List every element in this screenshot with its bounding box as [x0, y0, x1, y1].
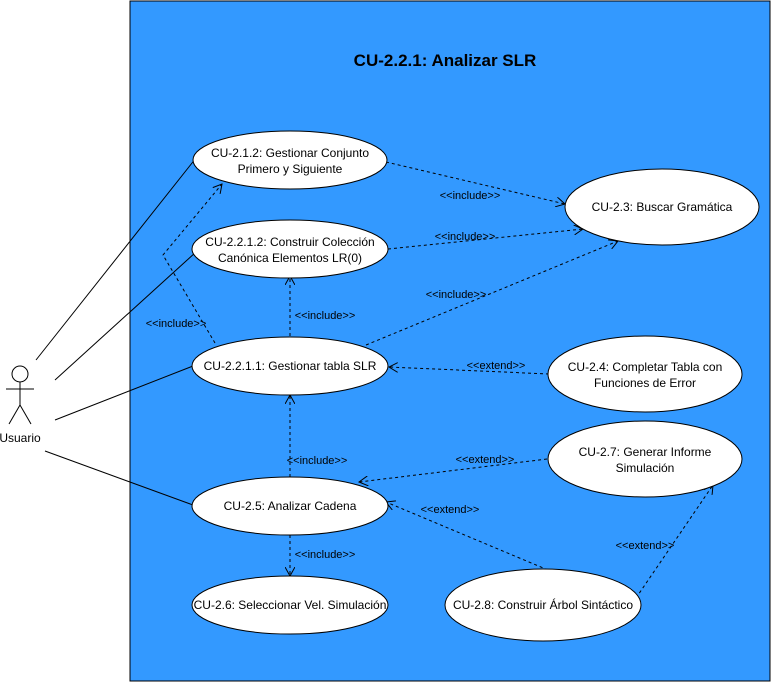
extend-label: <<extend>>	[467, 360, 526, 372]
include-label: <<include>>	[295, 310, 356, 322]
use-case-completar-tabla[interactable]: CU-2.4: Completar Tabla con Funciones de…	[547, 335, 743, 413]
include-arrow	[387, 229, 583, 250]
use-case-label: CU-2.7: Generar Informe	[579, 445, 712, 459]
association-line	[54, 365, 194, 421]
association-line	[35, 157, 197, 361]
use-case-label: CU-2.5: Analizar Cadena	[224, 499, 357, 513]
use-case-label: Simulación	[616, 461, 675, 475]
extend-label: <<extend>>	[421, 504, 480, 516]
include-label: <<include>>	[146, 318, 207, 330]
use-case-seleccionar-velocidad[interactable]: CU-2.6: Seleccionar Vel. Simulación	[191, 575, 389, 635]
extend-arrow	[389, 367, 550, 375]
include-label: <<include>>	[440, 190, 501, 202]
association-line	[44, 450, 194, 506]
include-arrow	[385, 161, 565, 204]
relationships: <<include>> <<include>> <<include>> <<in…	[146, 161, 713, 599]
use-case-label: CU-2.6: Seleccionar Vel. Simulación	[194, 598, 387, 612]
use-case-gestionar-tabla-slr[interactable]: CU-2.2.1.1: Gestionar tabla SLR	[191, 336, 389, 396]
use-case-construir-arbol[interactable]: CU-2.8: Construir Árbol Sintáctico	[444, 568, 642, 642]
extend-arrow	[359, 458, 548, 482]
extend-label: <<extend>>	[616, 540, 675, 552]
use-case-label: Funciones de Error	[594, 376, 696, 390]
actor-usuario[interactable]: Usuario	[0, 365, 41, 445]
actor-head	[11, 365, 29, 383]
use-case-gestionar-conjunto[interactable]: CU-2.1.2: Gestionar Conjunto Primero y S…	[192, 130, 388, 190]
association-line	[54, 251, 197, 381]
extend-label: <<extend>>	[456, 454, 515, 466]
use-case-generar-informe[interactable]: CU-2.7: Generar Informe Simulación	[547, 420, 743, 498]
include-label: <<include>>	[426, 289, 487, 301]
include-label: <<include>>	[287, 455, 348, 467]
extend-arrow	[386, 502, 549, 571]
use-case-label: CU-2.1.2: Gestionar Conjunto	[211, 146, 369, 160]
use-case-buscar-gramatica[interactable]: CU-2.3: Buscar Gramática	[564, 168, 760, 246]
include-label: <<include>>	[435, 231, 496, 243]
include-label: <<include>>	[295, 549, 356, 561]
use-case-label: CU-2.2.1.2: Construir Colección	[205, 235, 374, 249]
use-case-label: CU-2.3: Buscar Gramática	[592, 200, 733, 214]
use-case-construir-coleccion[interactable]: CU-2.2.1.2: Construir Colección Canónica…	[191, 219, 389, 279]
system-title: CU-2.2.1: Analizar SLR	[354, 51, 537, 70]
extend-arrow	[635, 485, 713, 599]
actor-associations	[35, 157, 197, 506]
use-case-label: CU-2.2.1.1: Gestionar tabla SLR	[204, 359, 377, 373]
use-case-label: Canónica Elementos LR(0)	[218, 251, 362, 265]
use-case-label: CU-2.8: Construir Árbol Sintáctico	[453, 597, 633, 612]
include-arrow	[162, 184, 222, 344]
use-case-label: CU-2.4: Completar Tabla con	[568, 360, 723, 374]
actor-label: Usuario	[0, 431, 41, 445]
use-case-analizar-cadena[interactable]: CU-2.5: Analizar Cadena	[191, 476, 389, 536]
use-case-label: Primero y Siguiente	[238, 162, 343, 176]
